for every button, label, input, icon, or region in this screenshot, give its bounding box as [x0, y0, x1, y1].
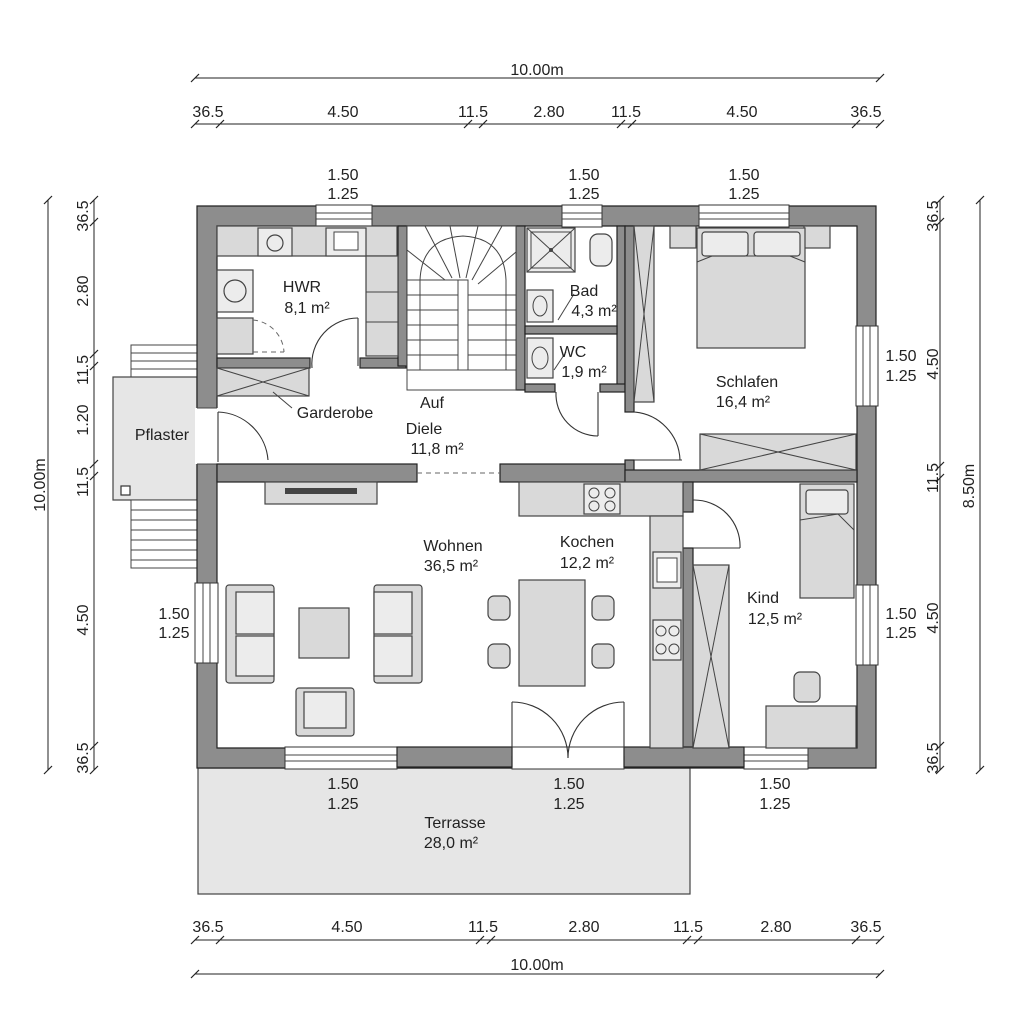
opening-right-1-width: 1.50	[885, 348, 916, 365]
front-door	[195, 407, 269, 465]
kids-room-furniture	[692, 483, 857, 749]
dim-left-seg-3: 11.5	[75, 355, 92, 385]
dim-top-total: 10.00m	[510, 62, 563, 79]
opening-right-1-height: 1.25	[885, 368, 916, 385]
room-auf-label: Auf	[420, 395, 445, 412]
opening-bottom-1-width: 1.50	[327, 776, 358, 793]
opening-bottom-3-height: 1.25	[759, 796, 790, 813]
room-hwr-name: HWR	[283, 279, 321, 296]
dim-left-seg-6: 4.50	[75, 604, 92, 635]
opening-top-1-height: 1.25	[327, 186, 358, 203]
dim-bottom-seg-7: 36.5	[850, 919, 881, 936]
bathroom-fixtures	[526, 227, 613, 437]
garderobe-cabinet	[216, 367, 310, 409]
dim-right-seg-3: 11.5	[925, 463, 942, 493]
dim-left-total: 10.00m	[32, 458, 49, 511]
room-kochen-name: Kochen	[560, 534, 614, 551]
dim-top-seg-3: 11.5	[458, 104, 488, 121]
room-wohnen-name: Wohnen	[423, 538, 482, 555]
dim-top-seg-6: 4.50	[726, 104, 757, 121]
dim-right-seg-4: 4.50	[925, 602, 942, 633]
opening-labels: 1.50 1.25 1.50 1.25 1.50 1.25 1.50 1.25 …	[158, 167, 916, 813]
room-diele-area: 11,8 m²	[410, 441, 464, 458]
room-pflaster-name: Pflaster	[135, 427, 190, 444]
dim-left-seg-5: 11.5	[75, 467, 92, 497]
room-kind-name: Kind	[747, 590, 779, 607]
room-wc-name: WC	[560, 344, 587, 361]
opening-top-3-width: 1.50	[728, 167, 759, 184]
dim-top-seg-7: 36.5	[850, 104, 881, 121]
opening-bottom-3-width: 1.50	[759, 776, 790, 793]
opening-bottom-2-width: 1.50	[553, 776, 584, 793]
room-diele-name: Diele	[406, 421, 443, 438]
dim-right-seg-1: 36.5	[925, 200, 942, 231]
opening-top-1-width: 1.50	[327, 167, 358, 184]
room-wc-area: 1,9 m²	[561, 364, 607, 381]
room-bad-area: 4,3 m²	[571, 303, 617, 320]
opening-top-2-height: 1.25	[568, 186, 599, 203]
bedroom-furniture	[633, 225, 857, 471]
room-wohnen-area: 36,5 m²	[424, 558, 479, 575]
dim-bottom-seg-5: 11.5	[673, 919, 703, 936]
terrace	[197, 767, 691, 895]
dim-bottom-seg-6: 2.80	[760, 919, 791, 936]
dim-bottom-seg-4: 2.80	[568, 919, 599, 936]
living-furniture	[225, 481, 625, 759]
dim-top-seg-2: 4.50	[327, 104, 358, 121]
room-kochen-area: 12,2 m²	[560, 555, 615, 572]
room-schlafen-area: 16,4 m²	[716, 394, 771, 411]
dim-left-seg-4: 1.20	[75, 404, 92, 435]
dim-bottom-seg-1: 36.5	[192, 919, 223, 936]
dim-left-seg-7: 36.5	[75, 742, 92, 773]
dim-top-seg-4: 2.80	[533, 104, 564, 121]
dim-left-seg-1: 36.5	[75, 200, 92, 231]
opening-left-1-width: 1.50	[158, 606, 189, 623]
hwr-furniture	[216, 225, 399, 369]
room-schlafen-name: Schlafen	[716, 374, 778, 391]
opening-bottom-1-height: 1.25	[327, 796, 358, 813]
entrance-steps	[112, 344, 198, 569]
dim-right-seg-5: 36.5	[925, 742, 942, 773]
dimension-bottom: 36.5 4.50 11.5 2.80 11.5 2.80 36.5 10.00…	[190, 919, 885, 979]
room-bad-name: Bad	[570, 283, 598, 300]
opening-bottom-2-height: 1.25	[553, 796, 584, 813]
opening-right-2-width: 1.50	[885, 606, 916, 623]
dim-right-seg-2: 4.50	[925, 348, 942, 379]
room-terrasse-name: Terrasse	[424, 815, 485, 832]
room-terrasse-area: 28,0 m²	[424, 835, 479, 852]
room-kind-area: 12,5 m²	[748, 611, 803, 628]
dim-right-total: 8.50m	[961, 464, 978, 508]
opening-right-2-height: 1.25	[885, 625, 916, 642]
room-hwr-area: 8,1 m²	[284, 300, 330, 317]
dimension-left: 10.00m 36.5 2.80 11.5 1.20 11.5 4.50 36.…	[32, 195, 99, 775]
opening-top-2-width: 1.50	[568, 167, 599, 184]
dim-top-seg-5: 11.5	[611, 104, 641, 121]
opening-left-1-height: 1.25	[158, 625, 189, 642]
room-garderobe-name: Garderobe	[297, 405, 374, 422]
opening-top-3-height: 1.25	[728, 186, 759, 203]
dimension-top: 10.00m 36.5 4.50 11.5 2.80 11.5 4.50 36.…	[190, 62, 885, 129]
kitchen-furniture	[518, 481, 684, 749]
dim-left-seg-2: 2.80	[75, 275, 92, 306]
dimension-right: 36.5 4.50 11.5 4.50 36.5 8.50m	[925, 195, 985, 775]
dim-bottom-seg-2: 4.50	[331, 919, 362, 936]
dim-top-seg-1: 36.5	[192, 104, 223, 121]
dim-bottom-seg-3: 11.5	[468, 919, 498, 936]
staircase	[406, 225, 517, 391]
dim-bottom-total: 10.00m	[510, 957, 563, 974]
room-labels: HWR 8,1 m² Garderobe Auf Diele 11,8 m² B…	[135, 279, 803, 852]
